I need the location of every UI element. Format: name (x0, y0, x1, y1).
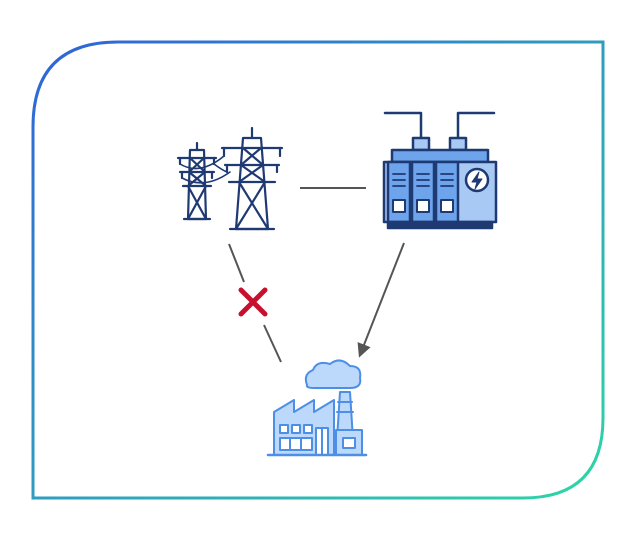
transformer-icon (382, 111, 498, 230)
connector-towers-factory (228, 243, 282, 363)
factory-icon (266, 359, 368, 457)
smoke-cloud (304, 359, 362, 389)
cross-icon (238, 287, 268, 317)
transmission-towers-icon (176, 126, 284, 231)
large-tower (220, 126, 284, 231)
frame-border (31, 40, 605, 500)
connector-transformer-factory (357, 242, 405, 358)
small-tower (176, 141, 218, 221)
